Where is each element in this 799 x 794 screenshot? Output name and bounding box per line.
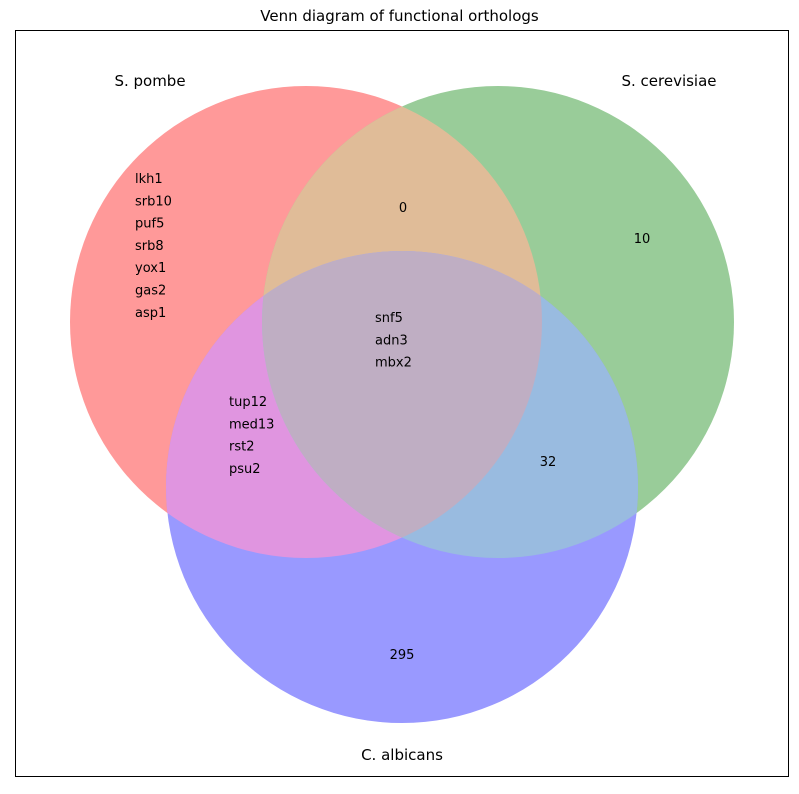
region-pombe-albicans: tup12 med13 rst2 psu2: [229, 395, 274, 477]
region-item: 0: [399, 201, 407, 216]
region-item: 32: [540, 455, 557, 470]
region-item: lkh1: [135, 172, 163, 187]
region-item: med13: [229, 417, 274, 432]
set-label-s-pombe: S. pombe: [114, 72, 185, 90]
region-item: snf5: [375, 311, 403, 326]
region-item: puf5: [135, 217, 164, 232]
region-item: rst2: [229, 440, 255, 455]
region-item: yox1: [135, 261, 166, 276]
plot-frame: [15, 30, 789, 777]
region-c-albicans-only: 295: [390, 648, 415, 663]
region-item: 295: [390, 648, 415, 663]
region-item: tup12: [229, 395, 267, 410]
region-item: 10: [634, 232, 651, 247]
region-all-three: snf5 adn3 mbx2: [375, 311, 412, 371]
set-label-c-albicans: C. albicans: [361, 746, 443, 764]
region-s-cerevisiae-only: 10: [634, 232, 651, 247]
region-cerevisiae-albicans: 32: [540, 455, 557, 470]
region-s-pombe-only: lkh1 srb10 puf5 srb8 yox1 gas2 asp1: [135, 172, 172, 321]
region-item: mbx2: [375, 356, 412, 371]
region-item: srb8: [135, 239, 164, 254]
set-label-s-cerevisiae: S. cerevisiae: [621, 72, 716, 90]
region-pombe-cerevisiae: 0: [399, 201, 407, 216]
region-item: srb10: [135, 194, 172, 209]
region-item: adn3: [375, 333, 408, 348]
region-item: psu2: [229, 462, 261, 477]
region-item: asp1: [135, 306, 166, 321]
diagram-title: Venn diagram of functional orthologs: [260, 7, 539, 25]
overlap-region-abc: [262, 251, 542, 558]
region-item: gas2: [135, 284, 166, 299]
